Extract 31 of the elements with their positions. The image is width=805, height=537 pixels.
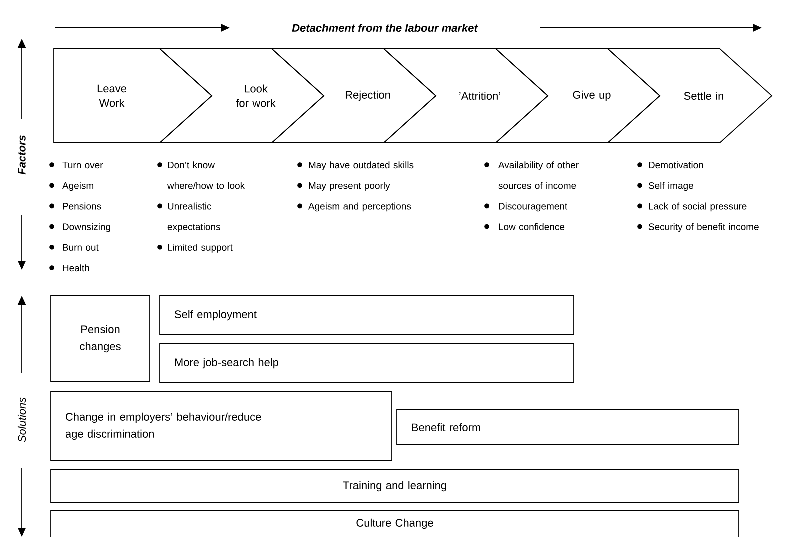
solution-box: Self employment bbox=[160, 296, 574, 336]
bullet-item: Self image bbox=[638, 182, 694, 192]
bullet-item: Burn out bbox=[50, 244, 99, 251]
bullet-item: Limited support bbox=[158, 244, 233, 253]
bullet-item: Downsizing bbox=[50, 223, 110, 232]
solution-box: Change in employers’ behaviour/reduce age discrimination bbox=[50, 392, 392, 462]
bullet-item: Don’t know where/how to look bbox=[158, 162, 246, 190]
bullet-item: Lack of social pressure bbox=[638, 202, 747, 212]
side-label: Solutions bbox=[18, 398, 26, 442]
solution-box: Benefit reform bbox=[396, 410, 740, 446]
solution-box: Culture Change bbox=[50, 510, 740, 537]
bullet-item: Discouragement bbox=[484, 202, 568, 212]
bullet-item: Low confidence bbox=[484, 223, 565, 230]
bullet-item: Turn over bbox=[50, 162, 104, 169]
solution-box: Training and learning bbox=[50, 470, 740, 504]
solution-box: Pension changes bbox=[50, 296, 150, 382]
bullet-item: May have outdated skills bbox=[298, 162, 414, 170]
bullet-item: Ageism bbox=[50, 182, 94, 192]
chevron-step: Leave Work bbox=[54, 48, 213, 144]
bullet-item: Health bbox=[50, 264, 90, 272]
bullet-item: May present poorly bbox=[298, 182, 390, 192]
bullet-item: Unrealistic expectations bbox=[158, 202, 220, 232]
title: Detachment from the labour market bbox=[292, 24, 478, 32]
bullet-item: Pensions bbox=[50, 202, 102, 210]
bullet-item: Availability of other sources of income bbox=[484, 162, 579, 190]
chevron-step: Look for work bbox=[158, 48, 325, 144]
bullet-item: Ageism and perceptions bbox=[298, 202, 412, 212]
solution-box: More job-search help bbox=[160, 344, 574, 384]
side-label: Factors bbox=[18, 136, 26, 175]
bullet-item: Security of benefit income bbox=[638, 223, 759, 232]
bullet-item: Demotivation bbox=[638, 162, 704, 169]
